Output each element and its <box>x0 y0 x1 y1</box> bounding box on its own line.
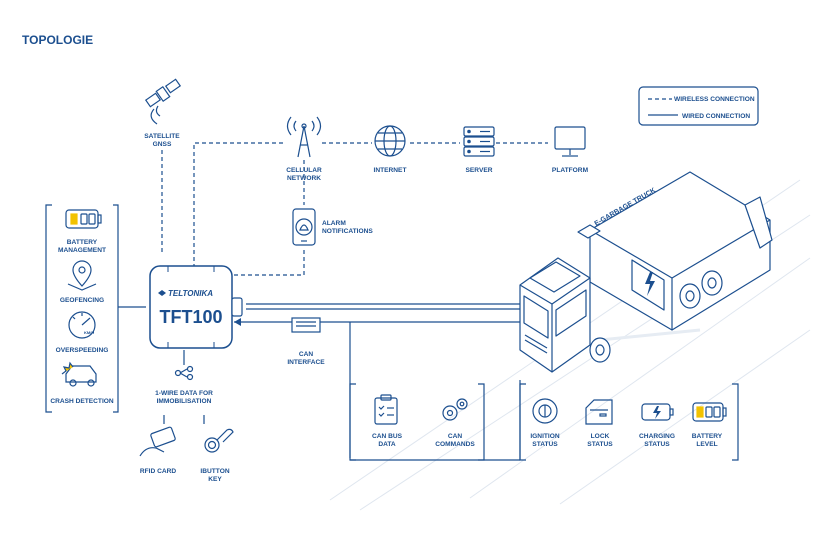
monitor-icon <box>554 126 586 157</box>
charging-label-2: STATUS <box>644 441 670 448</box>
connections <box>118 142 548 461</box>
ignition-label-1: IGNITION <box>530 433 560 440</box>
can-commands-label-1: CAN <box>448 433 463 440</box>
device-brand: TELTONIKA <box>168 289 213 298</box>
battery-level-label-1: BATTERY <box>692 433 723 440</box>
overspeeding-label: OVERSPEEDING <box>56 347 109 354</box>
device-model: TFT100 <box>159 307 222 327</box>
ignition-icon <box>532 398 558 424</box>
can-interface-label-1: CAN <box>299 351 314 358</box>
rfid-card-icon <box>139 426 176 457</box>
gears-icon <box>442 398 468 421</box>
platform-label: PLATFORM <box>552 167 589 174</box>
geofence-pin-icon <box>67 260 97 291</box>
door-lock-icon <box>585 399 613 425</box>
satellite-icon <box>144 78 182 125</box>
battery-label-2: MANAGEMENT <box>58 247 106 254</box>
speedometer-icon <box>68 311 96 339</box>
page-title: TOPOLOGIE <box>22 33 93 47</box>
satellite-label-1: SATELLITE <box>144 133 180 140</box>
satellite-label-2: GNSS <box>153 141 172 148</box>
rfid-label: RFID CARD <box>140 468 177 475</box>
tft100-device: TELTONIKA TFT100 <box>149 265 243 349</box>
geofencing-label: GEOFENCING <box>60 297 104 304</box>
cellular-label-2: NETWORK <box>287 175 321 182</box>
charging-label-1: CHARGING <box>639 433 675 440</box>
ibutton-key-icon <box>204 428 234 453</box>
can-arrow <box>234 318 241 326</box>
cellular-label-1: CELLULAR <box>286 167 322 174</box>
speed-unit: KM/H <box>84 330 94 335</box>
ignition-label-2: STATUS <box>532 441 558 448</box>
charging-icon <box>641 403 674 421</box>
globe-icon <box>374 125 406 157</box>
can-interface-label-2: INTERFACE <box>287 359 325 366</box>
device-to-cellular-link <box>193 142 286 268</box>
can-commands-label-2: COMMANDS <box>435 441 475 448</box>
onewire-label-1: 1-WIRE DATA FOR <box>155 390 213 397</box>
garbage-truck-illustration <box>519 171 773 373</box>
teltonika-logo-icon <box>158 290 166 296</box>
battery-label-1: BATTERY <box>67 239 98 246</box>
onewire-icon <box>174 365 194 381</box>
crash-car-icon <box>61 361 97 387</box>
internet-label: INTERNET <box>374 167 407 174</box>
phone-alarm-icon <box>292 208 316 246</box>
device-alarm-link <box>234 248 305 276</box>
brackets <box>45 204 739 461</box>
can-bus-label-2: DATA <box>378 441 396 448</box>
crash-label: CRASH DETECTION <box>50 398 114 405</box>
ibutton-label-2: KEY <box>208 476 222 483</box>
battery-level-icon <box>692 402 727 422</box>
onewire-label-2: IMMOBILISATION <box>157 398 212 405</box>
clipboard-icon <box>374 394 398 425</box>
lock-label-2: STATUS <box>587 441 613 448</box>
onewire-branches <box>163 415 205 424</box>
lock-label-1: LOCK <box>591 433 610 440</box>
legend: WIRELESS CONNECTION WIRED CONNECTION <box>638 86 759 126</box>
legend-wireless-label: WIRELESS CONNECTION <box>674 96 755 103</box>
ibutton-label-1: IBUTTON <box>200 468 229 475</box>
alarm-label-1: ALARM <box>322 220 346 227</box>
battery-management-icon <box>65 209 102 229</box>
battery-level-label-2: LEVEL <box>696 441 717 448</box>
alarm-label-2: NOTIFICATIONS <box>322 228 373 235</box>
cell-tower-icon <box>286 116 322 158</box>
lightning-icon <box>645 272 655 296</box>
can-interface-icon <box>291 317 321 333</box>
server-label: SERVER <box>466 167 493 174</box>
server-icon <box>463 126 495 157</box>
legend-wired-label: WIRED CONNECTION <box>682 113 750 120</box>
can-bus-label-1: CAN BUS <box>372 433 403 440</box>
